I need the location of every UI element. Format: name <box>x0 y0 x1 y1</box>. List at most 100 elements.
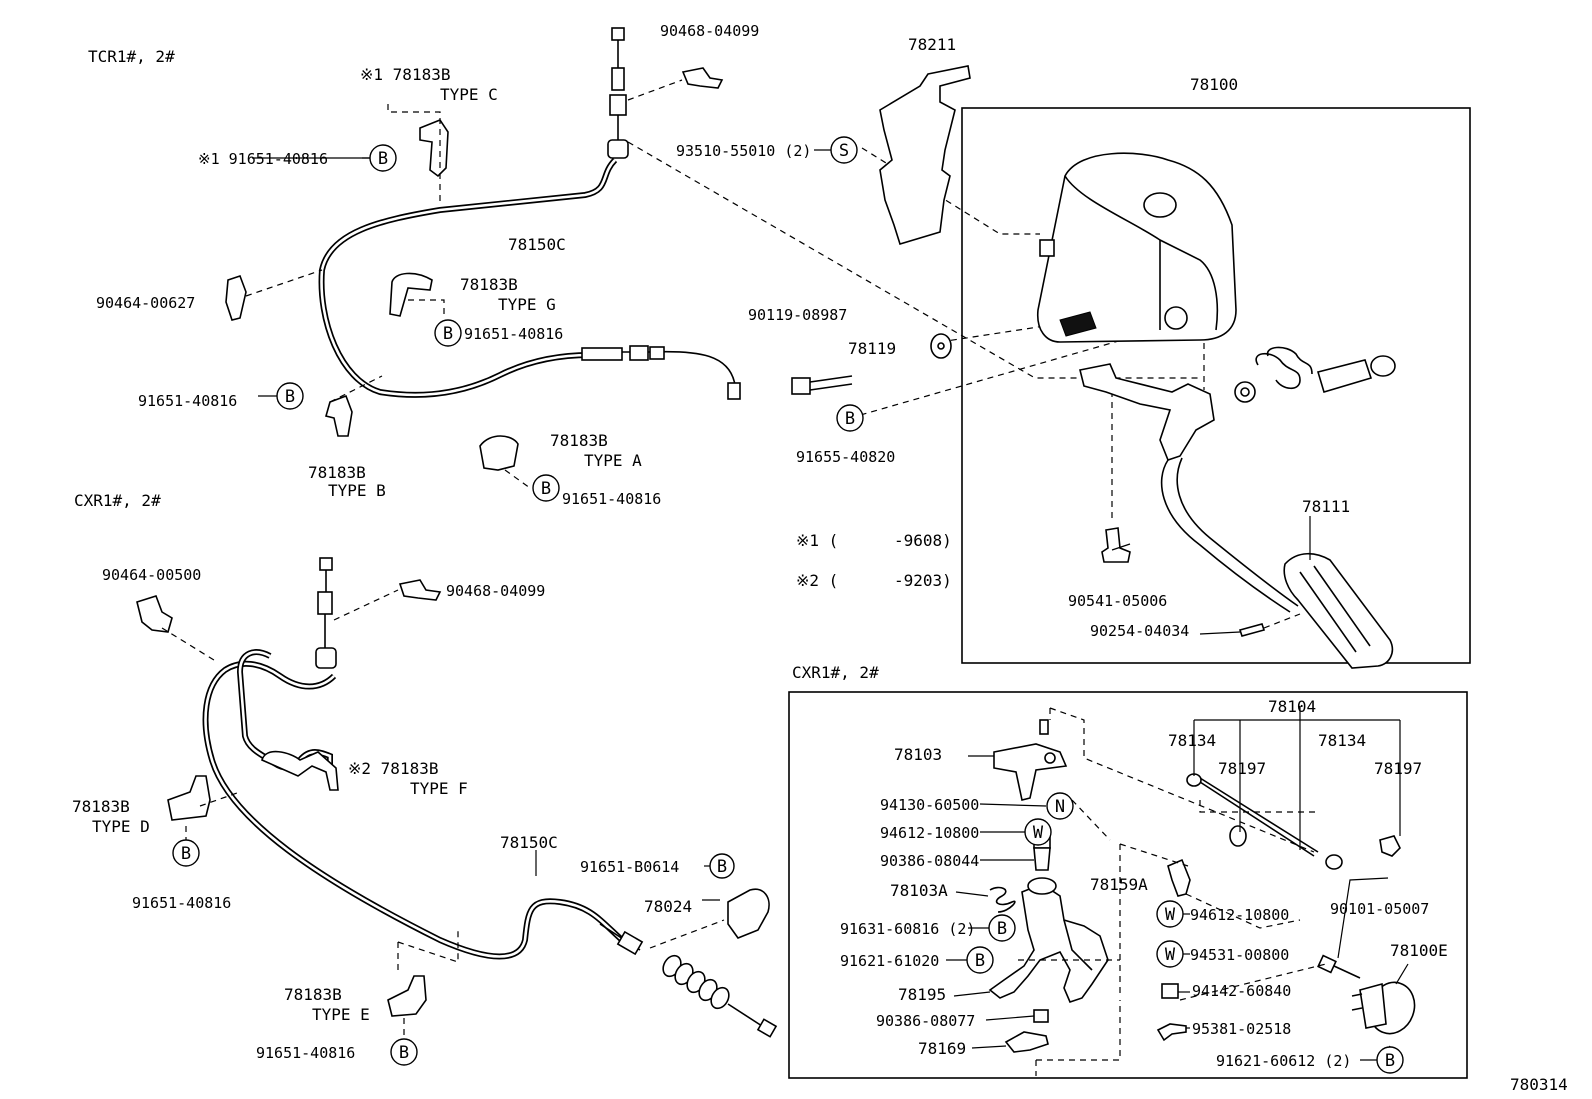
cxr-linkage-parts <box>988 706 1416 1076</box>
cover-78211 <box>879 65 971 245</box>
pedal-pad-78111 <box>1283 552 1394 669</box>
label-90464-00627: 90464-00627 <box>96 294 195 312</box>
cxr-linkage-frame <box>788 691 1468 1079</box>
clip-90468-upper <box>681 67 724 89</box>
label-78211: 78211 <box>908 35 956 54</box>
clamp-78183b-type-f <box>261 750 339 791</box>
label-78183b-n2: ※2 78183B <box>348 759 438 778</box>
label-91621-61020: 91621-61020 <box>840 952 939 970</box>
label-78183b-b: 78183B <box>308 463 366 482</box>
footnote-1-code: -9608) <box>894 531 952 550</box>
label-94531-00800: 94531-00800 <box>1190 946 1289 964</box>
label-95381-02518: 95381-02518 <box>1192 1020 1291 1038</box>
cxr-upper-leader-lines <box>161 589 725 1040</box>
svg-text:B: B <box>717 857 727 877</box>
label-78100e: 78100E <box>1390 941 1448 960</box>
label-78150c-upper: 78150C <box>508 235 566 254</box>
clamp-78183b-type-a <box>479 435 519 471</box>
svg-text:B: B <box>181 844 191 864</box>
label-91651-40816-b: 91651-40816 <box>138 392 237 410</box>
label-78159a: 78159A <box>1090 875 1148 894</box>
circled-b-91651-b: B <box>276 382 304 410</box>
circled-b-91651-tcr: B <box>369 144 397 172</box>
label-78111: 78111 <box>1302 497 1350 516</box>
cxr-box-heading: CXR1#, 2# <box>792 663 879 682</box>
label-93510-55010: 93510-55010 (2) <box>676 142 811 160</box>
svg-text:B: B <box>285 387 295 407</box>
tcr-heading: TCR1#, 2# <box>88 47 175 66</box>
clip-90464-00627 <box>225 274 247 321</box>
label-type-a: TYPE A <box>584 451 642 470</box>
clip-90468-lower <box>398 579 442 601</box>
circled-b-91651-a: B <box>532 474 560 502</box>
clamp-78183b-type-c <box>419 119 449 178</box>
label-90101-05007: 90101-05007 <box>1330 900 1429 918</box>
label-90468-04099-lower: 90468-04099 <box>446 582 545 600</box>
svg-text:B: B <box>443 324 453 344</box>
svg-text:B: B <box>378 149 388 169</box>
cxr-heading: CXR1#, 2# <box>74 491 161 510</box>
circled-w-94612-b: W <box>1156 900 1184 928</box>
label-91631-60816: 91631-60816 (2) <box>840 920 975 938</box>
label-78183b-e: 78183B <box>284 985 342 1004</box>
label-90386-08044: 90386-08044 <box>880 852 979 870</box>
label-type-d: TYPE D <box>92 817 150 836</box>
pedal-assembly-78100 <box>791 152 1396 669</box>
label-91651-40816-a: 91651-40816 <box>562 490 661 508</box>
label-78100: 78100 <box>1190 75 1238 94</box>
circled-n-94130: N <box>1046 792 1074 820</box>
label-90541-05006: 90541-05006 <box>1068 592 1167 610</box>
label-94612-10800-b: 94612-10800 <box>1190 906 1289 924</box>
label-78119: 78119 <box>848 339 896 358</box>
footnote-2-code: -9203) <box>894 571 952 590</box>
label-90119-08987: 90119-08987 <box>748 306 847 324</box>
accelerator-cable-tcr <box>318 27 741 400</box>
circled-s-93510: S <box>830 136 858 164</box>
svg-text:N: N <box>1055 797 1065 817</box>
label-78197-left: 78197 <box>1218 759 1266 778</box>
clamp-78183b-type-g <box>389 272 433 317</box>
circled-b-91621-61020: B <box>966 946 994 974</box>
circled-w-94531: W <box>1156 940 1184 968</box>
circled-b-91631: B <box>988 914 1016 942</box>
label-94612-10800-a: 94612-10800 <box>880 824 979 842</box>
figure-number: 780314 <box>1510 1075 1568 1094</box>
label-94142-60840: 94142-60840 <box>1192 982 1291 1000</box>
label-91621-60612: 91621-60612 (2) <box>1216 1052 1351 1070</box>
svg-text:W: W <box>1033 823 1044 843</box>
svg-text:B: B <box>975 951 985 971</box>
svg-text:B: B <box>541 479 551 499</box>
label-78169: 78169 <box>918 1039 966 1058</box>
label-type-c: TYPE C <box>440 85 498 104</box>
clip-90464-00500 <box>136 595 173 633</box>
label-78150c-lower: 78150C <box>500 833 558 852</box>
label-78103: 78103 <box>894 745 942 764</box>
label-91655-40820: 91655-40820 <box>796 448 895 466</box>
circled-b-91651-e: B <box>390 1038 418 1066</box>
clamp-78183b-type-e <box>387 975 427 1017</box>
circled-b-91621-60612: B <box>1376 1046 1404 1074</box>
clamp-78183b-type-d <box>167 775 211 821</box>
circled-b-91655: B <box>836 404 864 432</box>
circled-w-94612-a: W <box>1024 818 1052 846</box>
svg-text:B: B <box>845 409 855 429</box>
label-91651-b0614: 91651-B0614 <box>580 858 679 876</box>
label-90464-00500: 90464-00500 <box>102 566 201 584</box>
circled-b-91651-b0614: B <box>709 853 735 879</box>
svg-text:W: W <box>1165 905 1176 925</box>
label-78183b-g: 78183B <box>460 275 518 294</box>
accelerator-cable-cxr <box>202 557 778 1038</box>
label-78197-right: 78197 <box>1374 759 1422 778</box>
label-78104: 78104 <box>1268 697 1316 716</box>
label-78195: 78195 <box>898 985 946 1004</box>
label-type-b: TYPE B <box>328 481 386 500</box>
label-90254-04034: 90254-04034 <box>1090 622 1189 640</box>
label-type-e: TYPE E <box>312 1005 370 1024</box>
footnote-2-mark: ※2 ( <box>796 571 838 590</box>
label-78103a: 78103A <box>890 881 948 900</box>
svg-text:B: B <box>1385 1051 1395 1071</box>
label-78134-left: 78134 <box>1168 731 1216 750</box>
label-90386-08077: 90386-08077 <box>876 1012 975 1030</box>
label-78024: 78024 <box>644 897 692 916</box>
